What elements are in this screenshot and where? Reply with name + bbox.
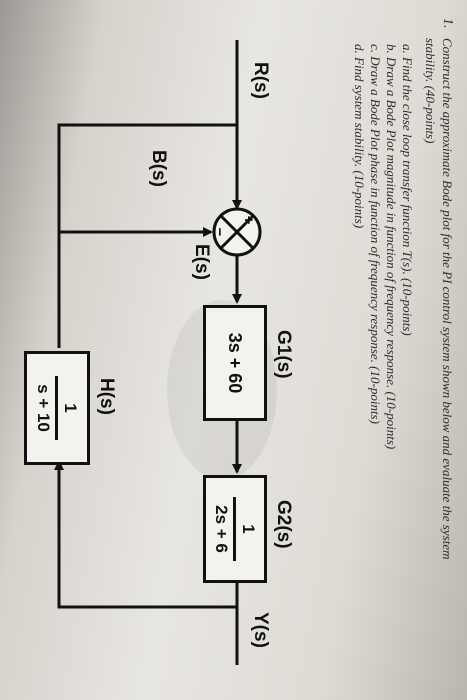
output-label: Y(s) [250,612,271,648]
input-label: R(s) [250,62,271,99]
h-fraction: 1 s + 10 [34,376,81,440]
g1-name: G1(s) [273,330,294,379]
g2-block: 1 2s + 6 [203,475,267,583]
g2-name: G2(s) [273,500,294,549]
g1-expression: 3s + 60 [225,332,246,394]
junction-plus: + [240,216,257,225]
g2-fraction: 1 2s + 6 [212,497,259,561]
h-denominator: s + 10 [34,384,54,432]
feedback-label: B(s) [148,150,169,187]
g2-fraction-bar [233,497,237,561]
feedback-down-line [54,460,237,609]
h-name: H(s) [96,378,117,415]
h-numerator: 1 [61,403,81,413]
feedback-back-line [57,123,237,348]
g2-numerator: 1 [239,524,259,534]
h-fraction-bar [55,376,59,440]
g2-denominator: 2s + 6 [212,505,232,553]
g1-block: 3s + 60 [203,305,267,421]
junction-minus: − [211,228,228,237]
h-block: 1 s + 10 [24,351,90,465]
summing-junction: + − [211,207,262,257]
error-label: E(s) [191,244,212,280]
